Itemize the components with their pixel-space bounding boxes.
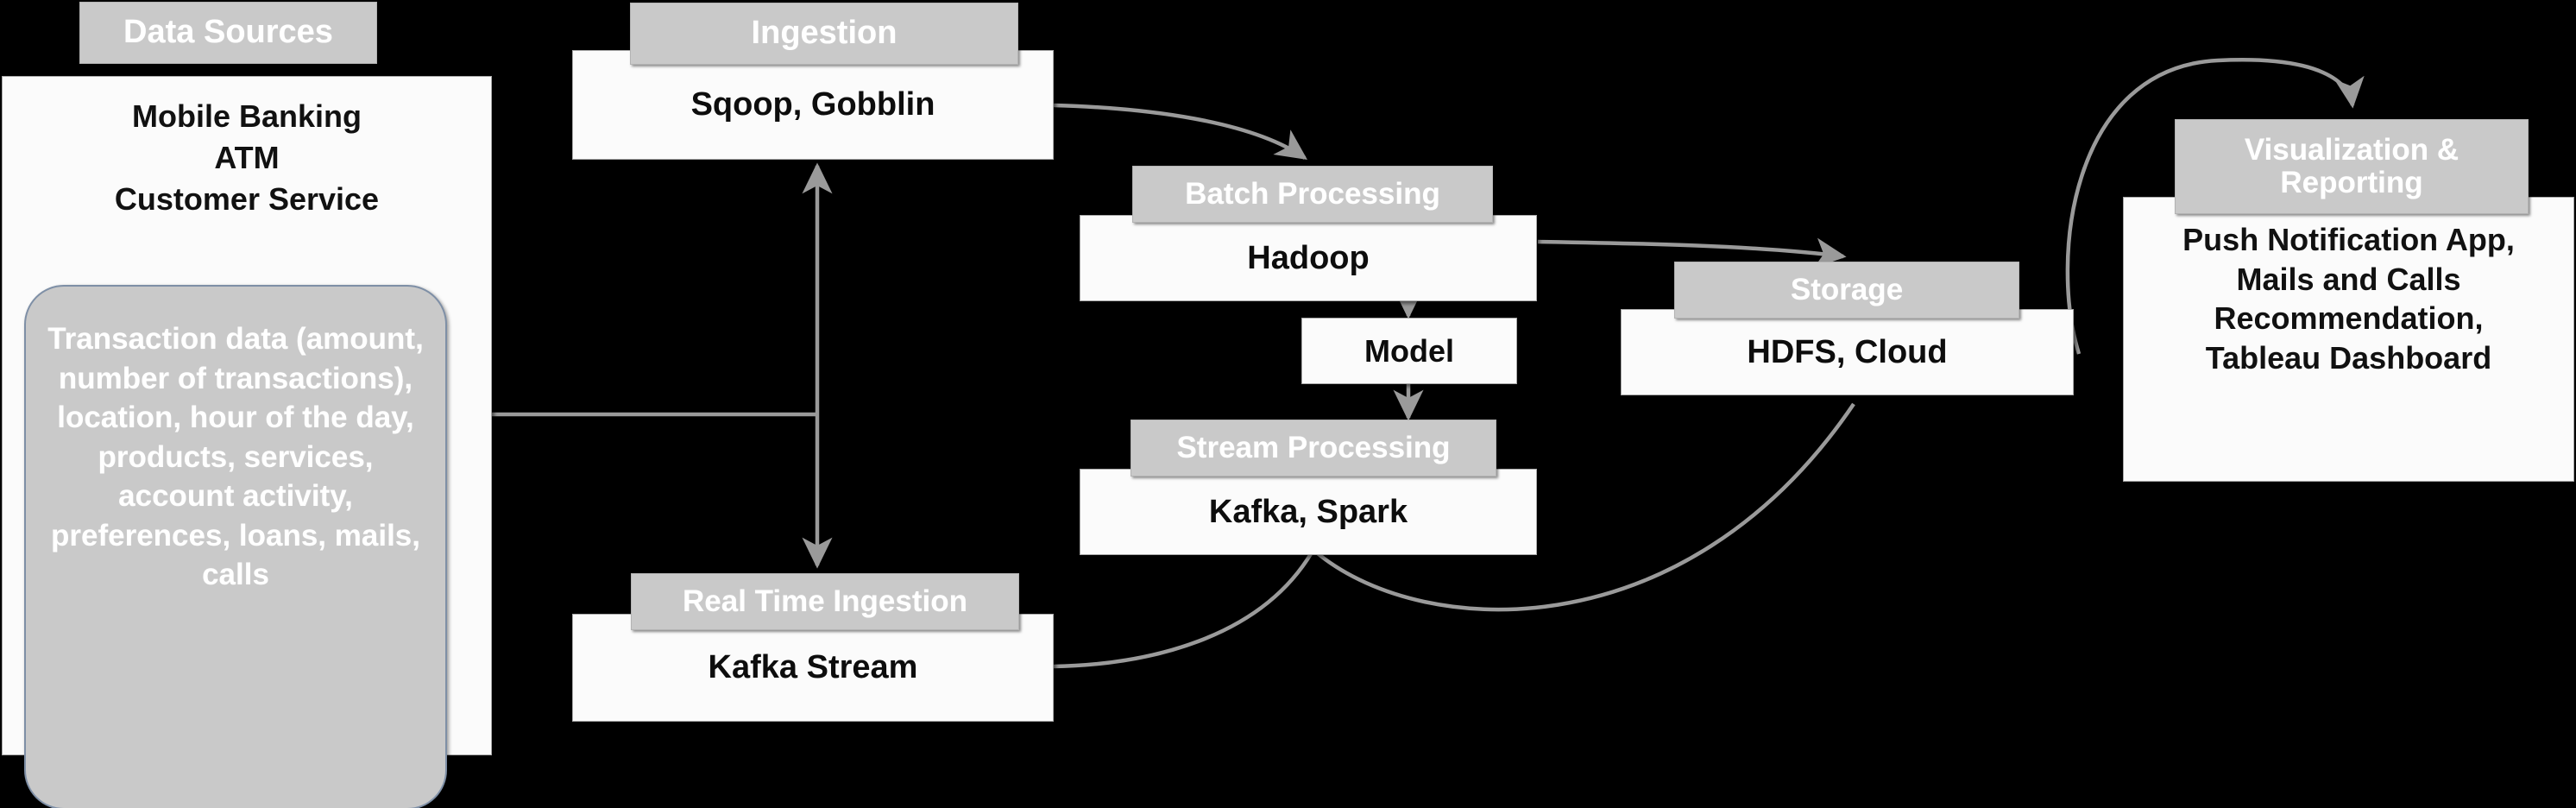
storage-header[interactable]: Storage [1674,262,2019,319]
data-sources-transaction-data-text: Transaction data (amount, number of tran… [47,322,424,591]
data-sources-header[interactable]: Data Sources [79,2,377,64]
data-sources-transaction-data-pill[interactable]: Transaction data (amount, number of tran… [24,285,447,808]
visualization-reporting-body[interactable]: Push Notification App, Mails and Calls R… [2123,197,2574,482]
ingestion-header[interactable]: Ingestion [630,3,1018,65]
model-body[interactable]: Model [1301,318,1517,384]
visualization-reporting-body-text: Push Notification App, Mails and Calls R… [2182,222,2515,376]
ingestion-body[interactable]: Sqoop, Gobblin [572,50,1054,160]
real-time-ingestion-body[interactable]: Kafka Stream [572,614,1054,722]
stream-processing-header[interactable]: Stream Processing [1131,420,1496,477]
stream-processing-body[interactable]: Kafka, Spark [1080,469,1537,555]
data-sources-body-text: Mobile Banking ATM Customer Service [114,98,380,218]
batch-processing-header[interactable]: Batch Processing [1132,166,1493,223]
visualization-reporting-header[interactable]: Visualization & Reporting [2175,119,2529,214]
storage-body[interactable]: HDFS, Cloud [1621,309,2074,395]
connector-realtime-ingestion-to-stream-processing [1053,551,1313,669]
real-time-ingestion-header[interactable]: Real Time Ingestion [631,573,1019,630]
connector-batch-processing-to-storage [1537,237,1847,268]
batch-processing-body[interactable]: Hadoop [1080,215,1537,301]
connector-ingestion-to-batch-processing [1053,103,1307,161]
